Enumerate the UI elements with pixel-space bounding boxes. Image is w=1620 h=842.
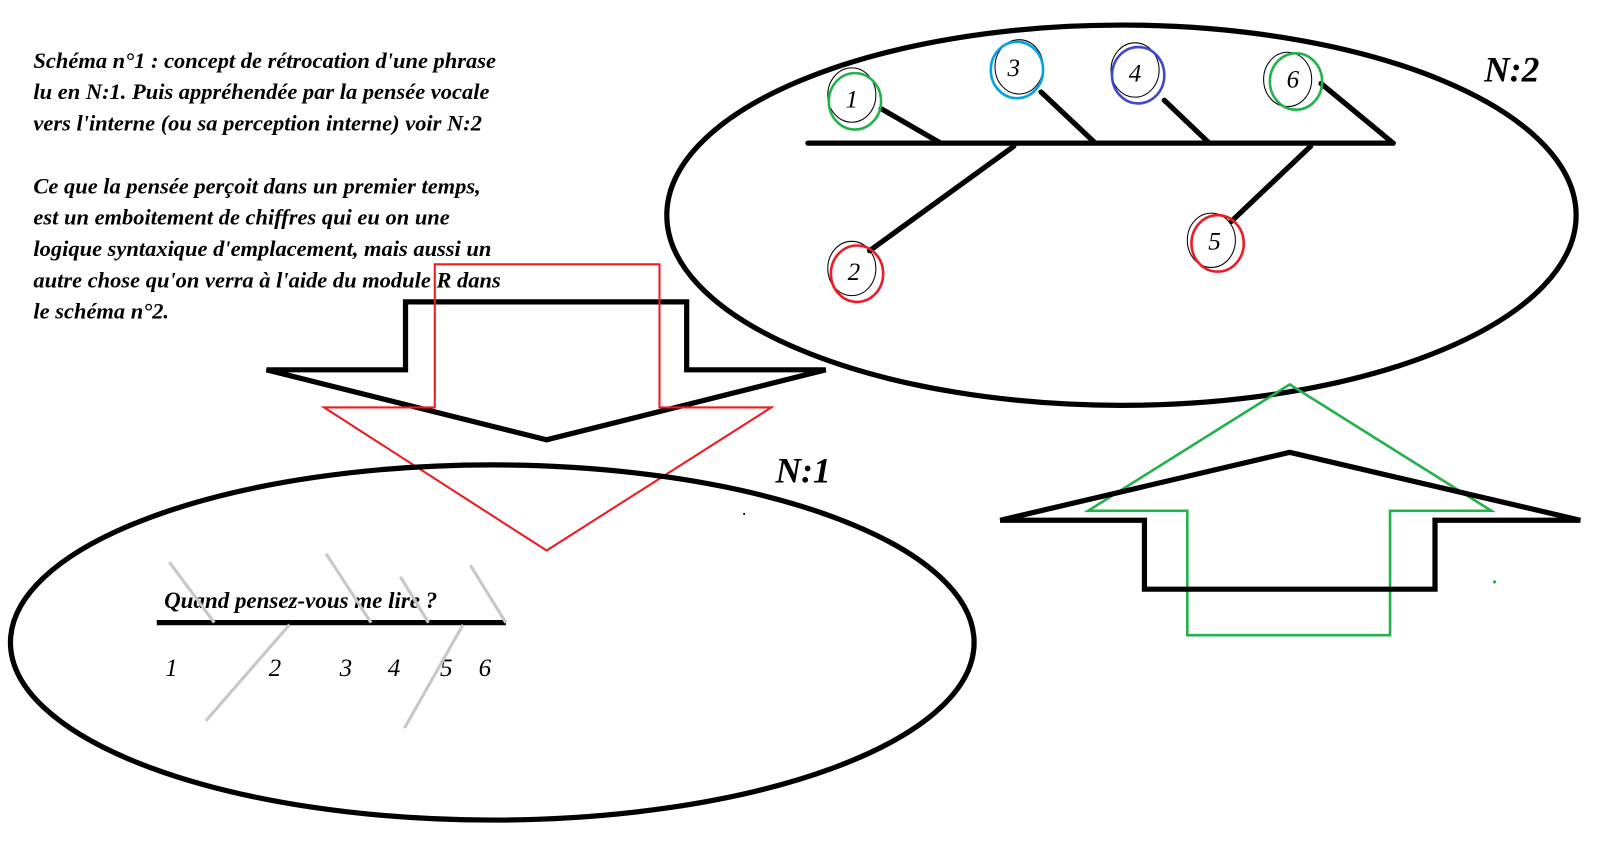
up-arrow-black (999, 449, 1581, 592)
node-circle (829, 244, 885, 304)
node-3: 3 (989, 39, 1045, 100)
node-label: 1 (846, 87, 859, 114)
up-arrow-green (1083, 382, 1496, 637)
stray-dot (1493, 580, 1497, 584)
node-outline (1263, 51, 1313, 108)
node-1: 1 (827, 67, 883, 131)
digit-3: 3 (339, 655, 353, 682)
digit-1: 1 (165, 655, 178, 682)
branch-1 (878, 106, 944, 146)
stray-dot (743, 512, 746, 516)
n2-nodes: 1 2 3 4 5 6 (827, 39, 1324, 304)
n2-ellipse (664, 22, 1579, 408)
n1-ellipse (7, 462, 977, 823)
branch-4 (1161, 97, 1212, 146)
n2-label: N:2 (1483, 49, 1539, 89)
text-line: Ce que la pensée perçoit dans un premier… (33, 173, 480, 198)
description-text: Schéma n°1 : concept de rétrocation d'un… (33, 48, 501, 324)
slash (168, 561, 216, 624)
text-line: lu en N:1. Puis appréhendée par la pensé… (33, 79, 489, 104)
branch-5 (1228, 143, 1314, 225)
node-circle (827, 71, 883, 131)
digit-6: 6 (479, 655, 492, 682)
node-outline (827, 240, 877, 297)
node-outline (827, 67, 877, 123)
node-outline (1186, 212, 1236, 268)
slash (403, 623, 465, 729)
node-circle (1190, 213, 1246, 273)
slash (324, 552, 373, 624)
n1-sentence: Quand pensez-vous me lire ? (164, 588, 437, 613)
down-arrow-black (265, 299, 827, 443)
node-2: 2 (827, 240, 885, 304)
text-line: le schéma n°2. (33, 299, 169, 324)
slash (204, 623, 291, 722)
node-circle (1268, 51, 1324, 111)
node-label: 5 (1208, 229, 1221, 256)
slash (398, 575, 430, 624)
node-label: 3 (1007, 55, 1021, 82)
node-circle (989, 40, 1045, 100)
slash (468, 564, 508, 624)
text-line: autre chose qu'on verra à l'aide du modu… (33, 267, 501, 292)
node-label: 2 (848, 259, 861, 286)
down-arrow-red (320, 263, 775, 552)
node-4: 4 (1110, 42, 1166, 105)
node-label: 6 (1287, 67, 1300, 94)
n1-digits: 1 2 3 4 5 6 (165, 655, 492, 682)
node-6: 6 (1263, 51, 1324, 111)
text-line: vers l'interne (ou sa perception interne… (33, 111, 482, 136)
branch-3 (1038, 89, 1098, 146)
digit-4: 4 (388, 655, 401, 682)
text-line: logique syntaxique d'emplacement, mais a… (33, 236, 491, 261)
n1-label: N:1 (775, 451, 831, 491)
n2-tree (805, 80, 1396, 254)
digit-2: 2 (269, 655, 282, 682)
grey-slashes (168, 552, 508, 729)
node-label: 4 (1129, 60, 1142, 87)
node-5: 5 (1186, 212, 1246, 273)
text-line: Schéma n°1 : concept de rétrocation d'un… (33, 48, 496, 73)
node-outline (1110, 42, 1160, 98)
branch-2 (866, 143, 1017, 254)
branch-6 (1318, 80, 1396, 146)
text-line: est un emboitement de chiffres qui eu on… (33, 205, 449, 230)
node-circle (1110, 45, 1166, 105)
